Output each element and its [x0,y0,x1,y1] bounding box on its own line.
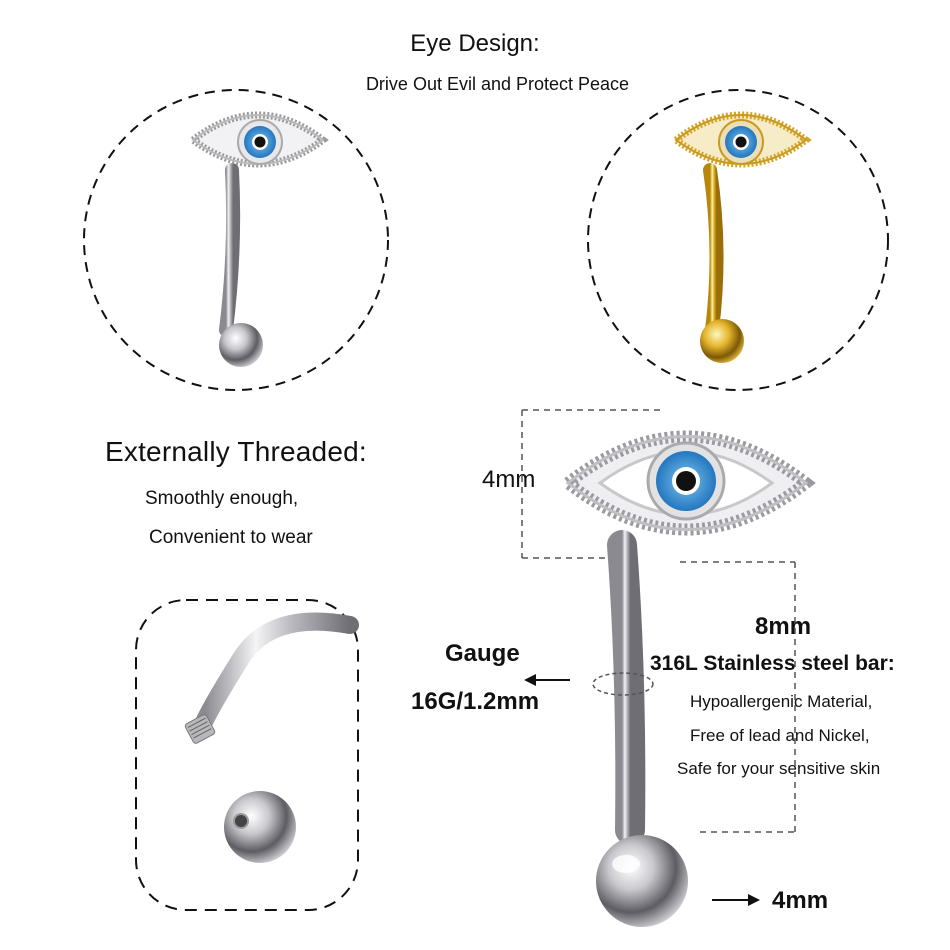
top-height-label: 4mm [482,466,536,493]
material-feature: Free of lead and Nickel, [690,726,870,745]
material-heading: 316L Stainless steel bar: [650,652,895,675]
gold-eye-barbell [587,89,889,391]
thread-line-2: Convenient to wear [149,527,313,548]
gauge-heading: Gauge [445,640,520,667]
silver-eye-barbell [83,89,389,391]
ball-size-label: 4mm [772,887,829,914]
gauge-arrow-icon [524,674,570,686]
ball-arrow-icon [712,894,760,906]
page-title: Eye Design: [410,30,540,57]
material-feature: Hypoallergenic Material, [690,692,873,711]
thread-line-1: Smoothly enough, [145,488,299,509]
main-eye-barbell [521,409,816,927]
threaded-detail [135,599,359,911]
bar-length-label: 8mm [755,613,812,640]
material-feature: Safe for your sensitive skin [677,759,881,778]
gauge-value: 16G/1.2mm [411,688,540,715]
page-subtitle: Drive Out Evil and Protect Peace [365,74,630,94]
thread-heading: Externally Threaded: [105,436,367,467]
